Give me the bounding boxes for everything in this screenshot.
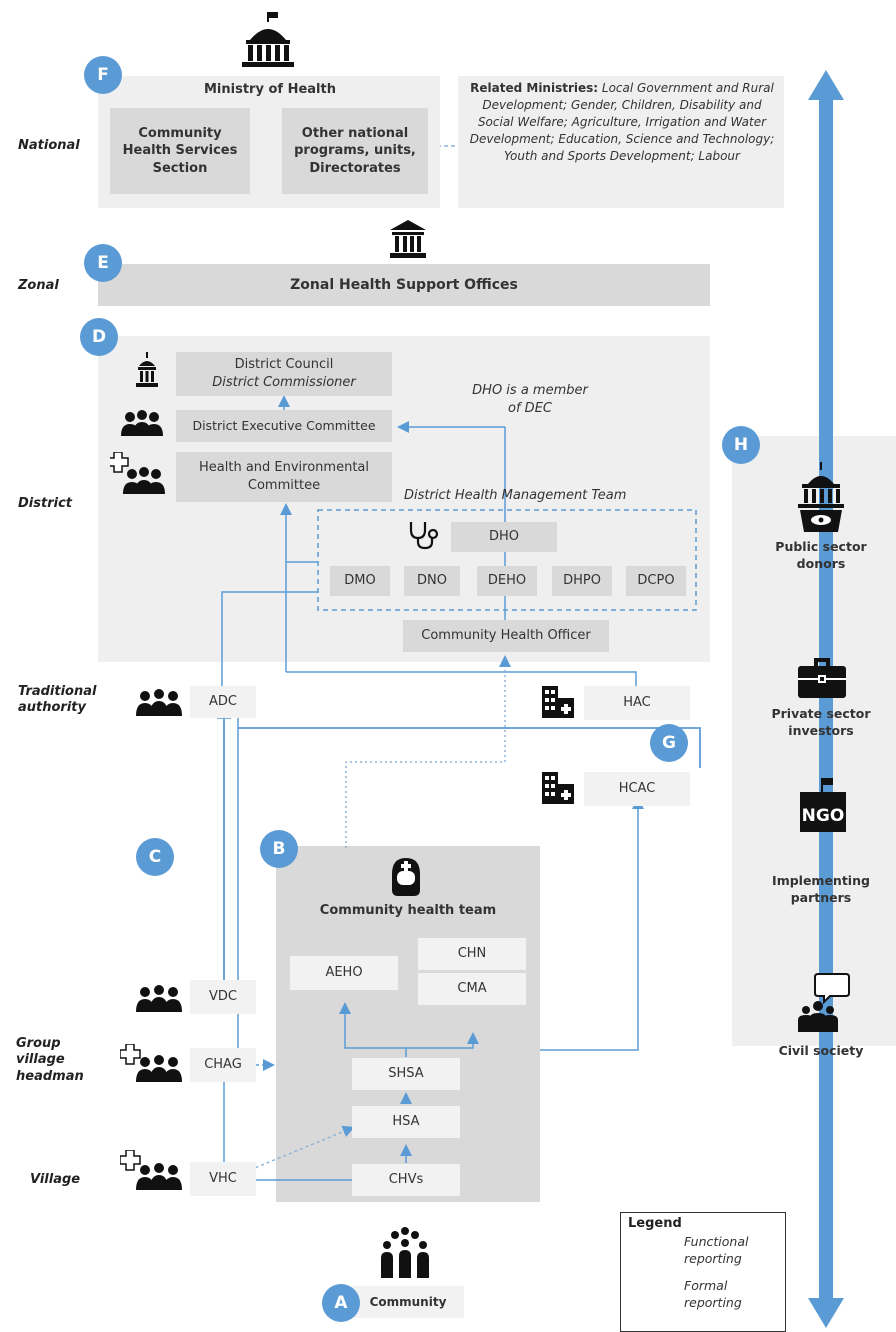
dec-box: District Executive Committee [176,410,392,442]
badge-e: E [84,244,122,282]
aeho-box: AEHO [290,956,398,990]
related-ministries-label: Related Ministries: [470,81,599,95]
related-ministries-text: Related Ministries: Local Government and… [466,80,778,165]
civil-society-label: Civil society [778,1042,864,1058]
ministry-title: Ministry of Health [204,82,336,98]
dho-box: DHO [451,522,557,552]
chn-box: CHN [418,938,526,970]
dno-box: DNO [404,566,460,596]
related-ministries-panel [458,76,784,208]
svg-text:NGO: NGO [802,806,845,826]
level-traditional: Traditional authority [18,684,97,716]
nurse-icon [386,856,426,898]
stethoscope-icon [408,520,442,550]
badge-d: D [80,318,118,356]
badge-f: F [84,56,122,94]
other-programs-box: Other national programs, units, Director… [282,108,428,194]
civil-society-icon [790,972,850,1034]
briefcase-icon [796,656,848,700]
vdc-people-icon [134,984,184,1014]
private-investors-label: Private sector investors [771,706,871,738]
community-crowd-icon [378,1226,432,1280]
dcpo-box: DCPO [626,566,686,596]
chag-box: CHAG [190,1048,256,1082]
dho-member-note: DHO is a member of DEC [472,383,588,416]
chag-people-cross-icon [119,1043,184,1084]
cho-box: Community Health Officer [403,620,609,652]
hcac-box: HCAC [584,772,690,806]
legend-formal: Formal reporting [684,1278,742,1310]
public-donor-icon [794,462,848,534]
badge-b: B [260,830,298,868]
zonal-building-icon [388,220,428,258]
public-donors-label: Public sector donors [775,539,867,571]
vhc-box: VHC [190,1162,256,1196]
community-box: Community [352,1286,464,1318]
cma-box: CMA [418,973,526,1005]
hcac-hospital-icon [540,770,576,806]
chvs-box: CHVs [352,1164,460,1196]
level-zonal: Zonal [18,278,59,293]
vdc-box: VDC [190,980,256,1014]
hec-box: Health and Environmental Committee [176,452,392,502]
vhc-people-cross-icon [119,1149,184,1192]
hac-box: HAC [584,686,690,720]
district-building-icon [136,352,158,388]
badge-a: A [322,1284,360,1322]
hec-people-cross-icon [107,451,166,496]
district-council-label: District Council [234,357,334,373]
district-commissioner-label: District Commissioner [212,375,356,390]
district-council-box: District Council District Commissioner [176,352,392,396]
ngo-icon: NGO [798,778,848,834]
capitol-icon [240,12,296,68]
legend-title: Legend [628,1216,682,1231]
level-district: District [18,496,72,511]
shsa-box: SHSA [352,1058,460,1090]
dhmt-title: District Health Management Team [404,488,627,503]
level-village: Village [30,1172,81,1187]
community-team-title: Community health team [319,903,497,919]
deho-box: DEHO [477,566,537,596]
dhpo-box: DHPO [552,566,612,596]
badge-c: C [136,838,174,876]
adc-box: ADC [190,686,256,718]
legend-functional: Functional reporting [684,1234,749,1266]
zonal-offices-box: Zonal Health Support Offices [98,264,710,306]
implementing-partners-label: Implementing partners [772,873,870,905]
badge-g: G [650,724,688,762]
hac-hospital-icon [540,684,576,720]
related-ministries-list: Local Government and Rural Development; … [469,81,775,164]
dmo-box: DMO [330,566,390,596]
dec-people-icon [120,410,164,438]
badge-h: H [722,426,760,464]
level-group-village: Group village headman [16,1036,84,1084]
hsa-box: HSA [352,1106,460,1138]
chss-box: Community Health Services Section [110,108,250,194]
level-national: National [18,138,80,153]
adc-people-icon [134,688,184,718]
